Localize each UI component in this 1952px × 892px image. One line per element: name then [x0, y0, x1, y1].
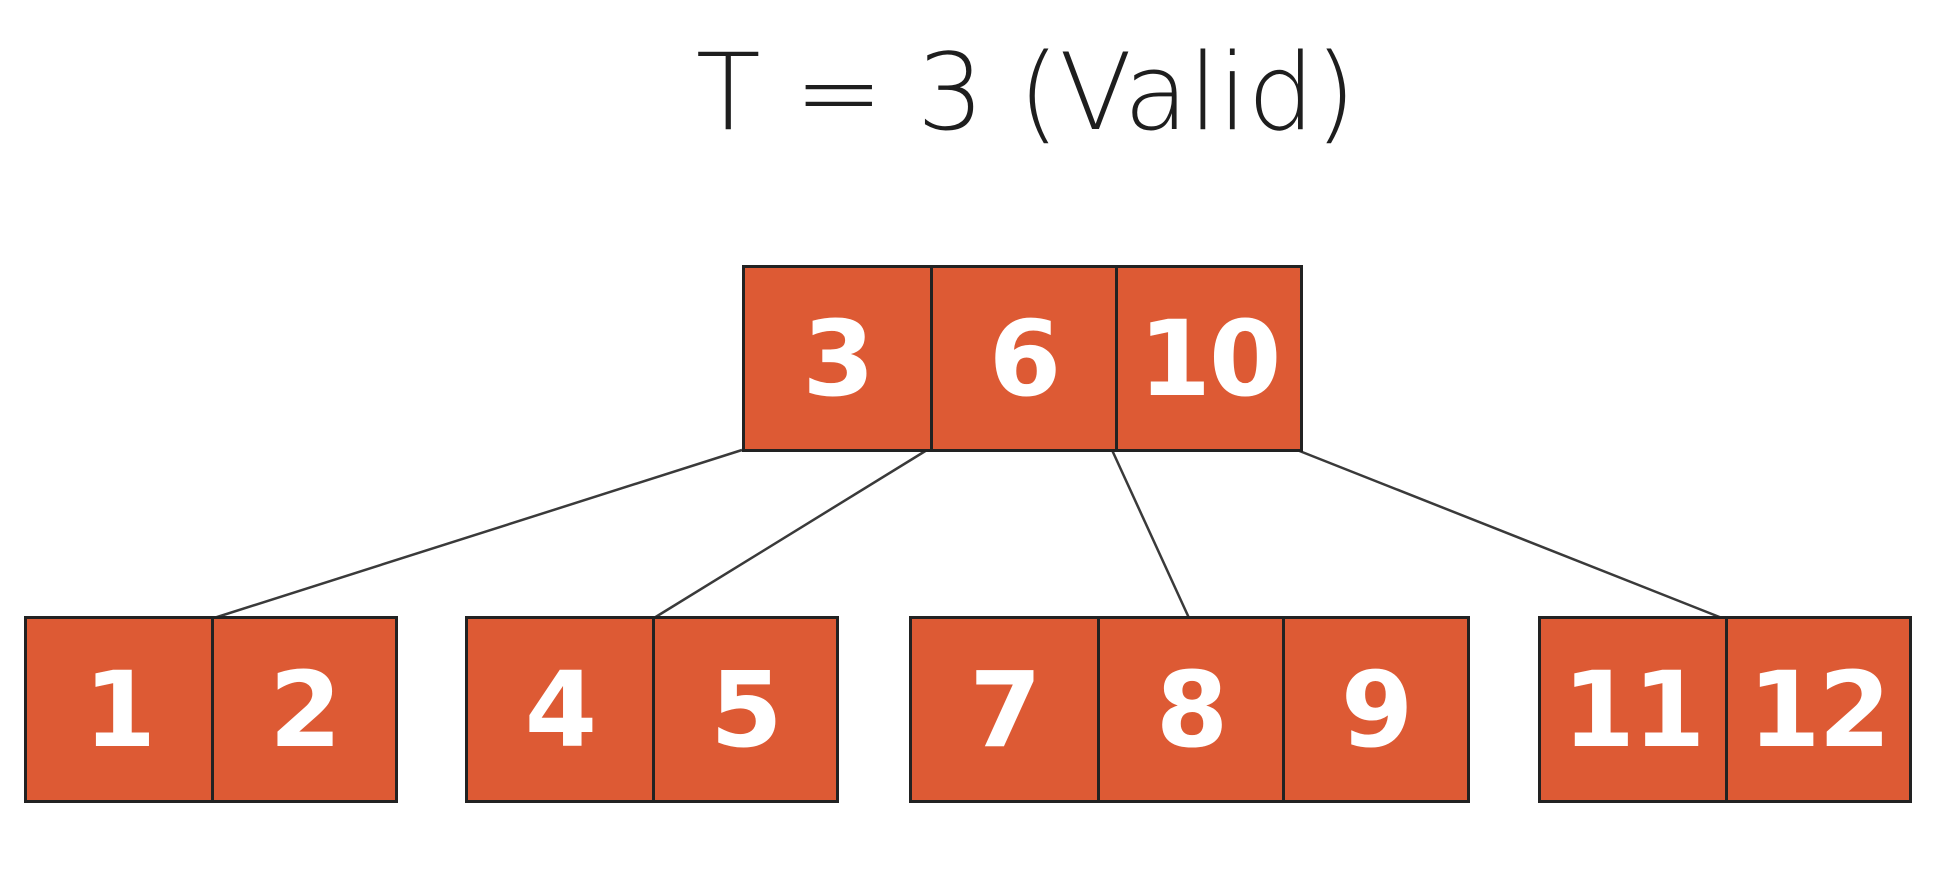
child-2-key-1: 4	[468, 619, 652, 800]
edge-root-to-child-4	[1296, 448, 1723, 620]
child-node-2: 4 5	[465, 616, 839, 803]
child-3-key-2: 8	[1097, 619, 1282, 800]
root-key-2: 6	[930, 268, 1115, 449]
edge-root-to-child-3	[1110, 449, 1191, 619]
child-node-4: 11 12	[1538, 616, 1912, 803]
child-4-key-1: 11	[1541, 619, 1725, 800]
child-1-key-1: 1	[27, 619, 211, 800]
edge-root-to-child-1	[213, 448, 743, 620]
root-key-3: 10	[1115, 268, 1300, 449]
child-3-key-1: 7	[912, 619, 1097, 800]
root-key-1: 3	[745, 268, 930, 449]
child-node-3: 7 8 9	[909, 616, 1470, 803]
root-node: 3 6 10	[742, 265, 1303, 452]
child-1-key-2: 2	[210, 619, 395, 800]
child-3-key-3: 9	[1282, 619, 1467, 800]
edge-root-to-child-2	[653, 448, 928, 620]
diagram-title: T = 3 (Valid)	[695, 31, 1357, 154]
child-node-1: 1 2	[24, 616, 398, 803]
child-4-key-2: 12	[1724, 619, 1909, 800]
child-2-key-2: 5	[651, 619, 836, 800]
